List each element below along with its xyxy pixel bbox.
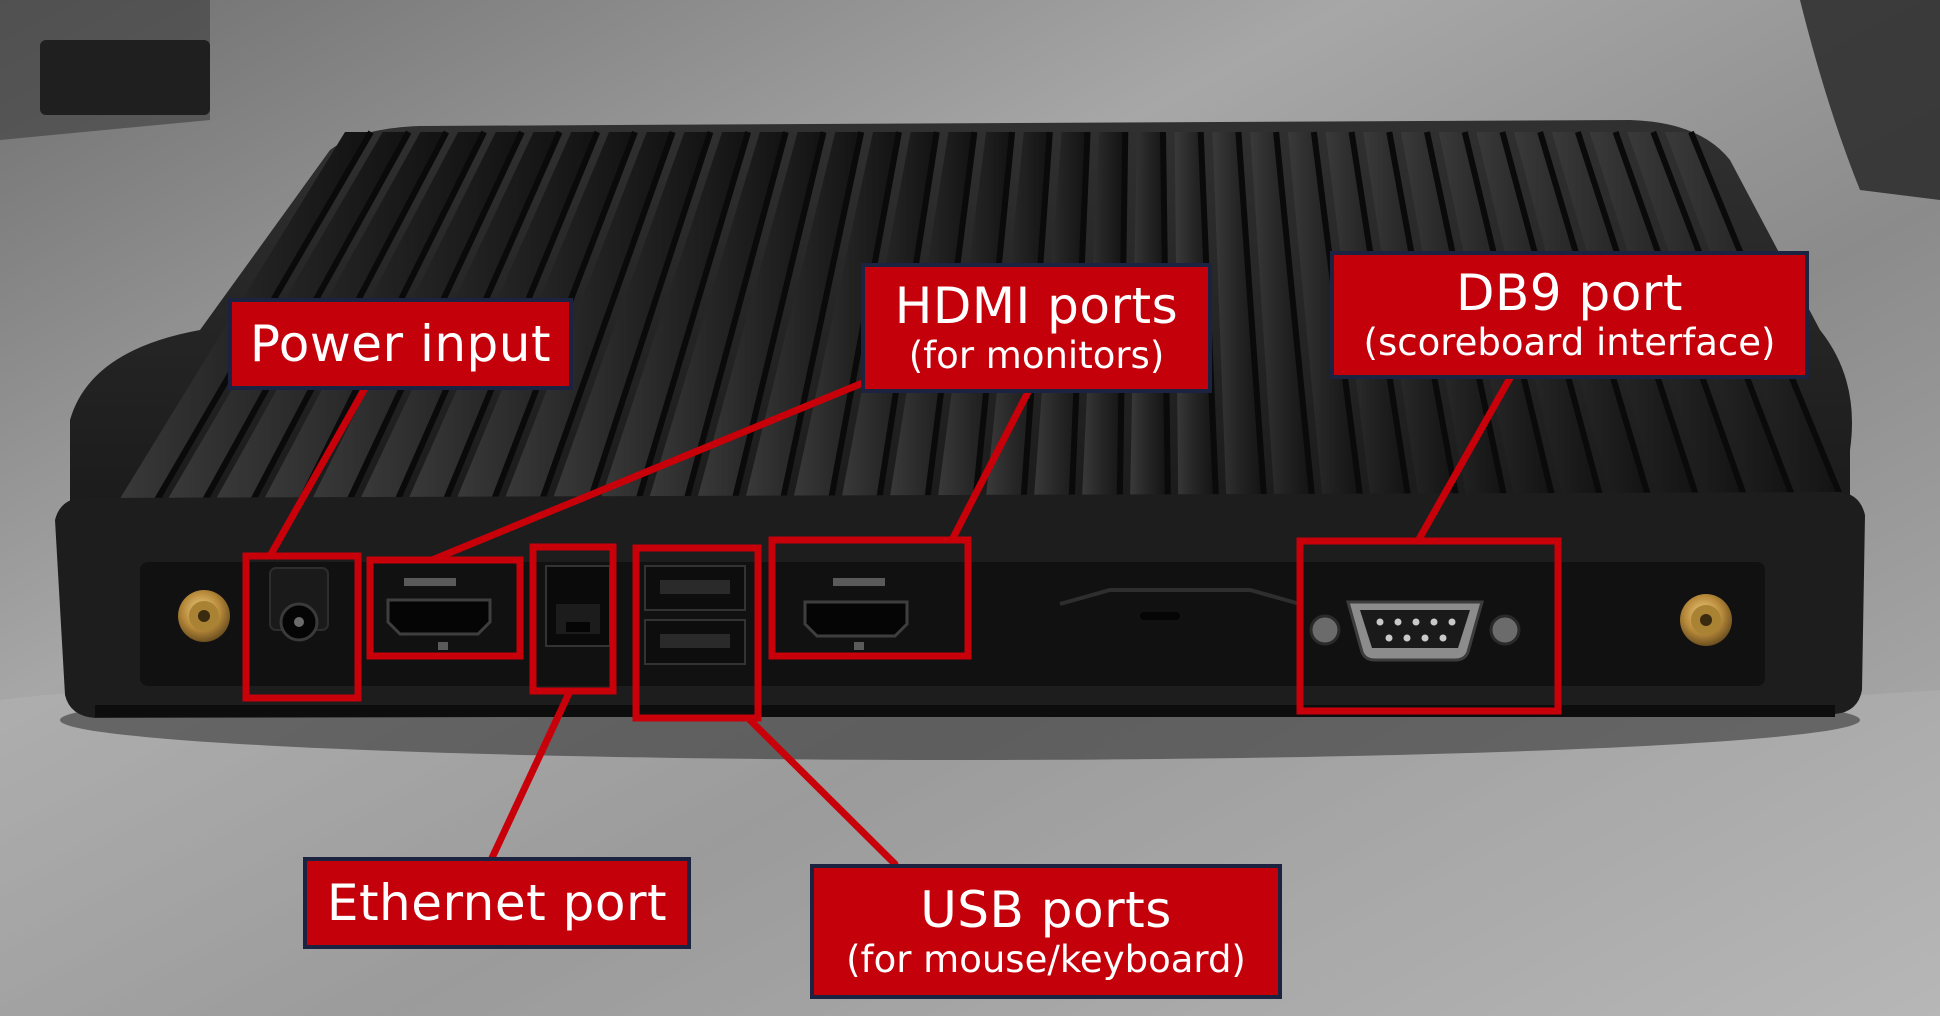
heatsink-fin xyxy=(647,132,786,505)
heatsink-fin-gap xyxy=(778,131,865,506)
heatsink-fin xyxy=(550,132,711,505)
heatsink-fin xyxy=(743,132,862,505)
leader-hdmi-a xyxy=(428,376,874,564)
hdmi-port-b-icon xyxy=(803,578,909,650)
device-bottom-edge xyxy=(95,705,1835,717)
sma-connector-left-icon xyxy=(178,590,230,642)
heatsink-fin xyxy=(1212,132,1265,505)
sma-connector-right-icon xyxy=(1680,594,1732,646)
heatsink-fin-gap xyxy=(585,131,714,506)
highlight-db9 xyxy=(1296,537,1562,715)
ethernet-port-icon xyxy=(545,565,611,647)
highlight-usb xyxy=(632,544,762,722)
heatsink-fin-gap xyxy=(537,130,676,507)
heatsink-fin-gap xyxy=(682,131,789,506)
leader-ethernet xyxy=(488,687,574,862)
leader-db9 xyxy=(1414,374,1514,545)
background-object-right xyxy=(1800,0,1940,200)
heatsink-fin xyxy=(598,132,749,505)
leader-hdmi-b xyxy=(948,388,1032,544)
heatsink-fin xyxy=(792,132,899,505)
io-panel xyxy=(140,562,1765,686)
background-object-left xyxy=(40,40,210,115)
callout-hdmi-ports-title: HDMI ports xyxy=(894,277,1179,336)
hdmi-port-a-icon xyxy=(386,578,492,650)
panel-slot xyxy=(1059,588,1301,606)
callout-ethernet-port-title: Ethernet port xyxy=(326,873,668,932)
callout-db9-port: DB9 port (scoreboard interface) xyxy=(1330,251,1809,379)
heatsink-fin-gap xyxy=(1235,131,1268,506)
power-jack-icon xyxy=(269,567,329,642)
callout-hdmi-ports: HDMI ports (for monitors) xyxy=(861,263,1212,393)
callout-hdmi-ports-subtitle: (for monitors) xyxy=(908,334,1165,378)
heatsink-fin-gap xyxy=(730,131,827,506)
leader-usb xyxy=(744,714,899,868)
panel-slot-hole xyxy=(1140,612,1180,620)
callout-power-input: Power input xyxy=(228,298,573,390)
callout-ethernet-port: Ethernet port xyxy=(303,857,691,949)
highlight-hdmi-a xyxy=(366,556,524,660)
usb-ports-icon xyxy=(644,565,746,665)
heatsink-fin xyxy=(1250,132,1313,505)
highlight-power-input xyxy=(242,552,362,702)
heatsink-fin-gap xyxy=(1273,131,1316,506)
highlight-hdmi-b xyxy=(768,536,972,660)
callout-power-input-title: Power input xyxy=(249,314,552,373)
heatsink-fin xyxy=(502,132,673,505)
heatsink-fin xyxy=(695,132,824,505)
heatsink-fin-gap xyxy=(633,131,752,506)
callout-db9-port-subtitle: (scoreboard interface) xyxy=(1363,321,1776,365)
leader-power xyxy=(266,384,369,560)
callout-usb-ports-subtitle: (for mouse/keyboard) xyxy=(846,937,1246,981)
callout-usb-ports: USB ports (for mouse/keyboard) xyxy=(810,864,1282,999)
db9-connector-icon xyxy=(1309,600,1521,662)
callout-db9-port-title: DB9 port xyxy=(1456,264,1683,323)
heatsink-fin xyxy=(1287,132,1362,505)
callout-usb-ports-title: USB ports xyxy=(920,880,1172,939)
